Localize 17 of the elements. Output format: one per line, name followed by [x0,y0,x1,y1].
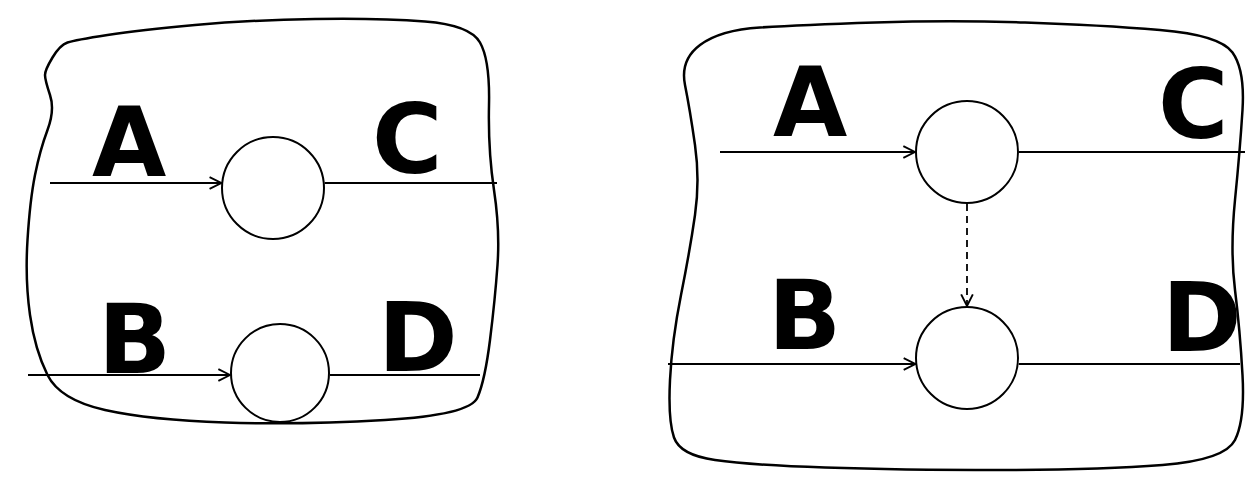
edge-label: C [372,92,443,188]
line [323,182,498,184]
dashed-arrow [960,203,974,307]
arrow [27,368,232,382]
arrow [719,145,916,159]
line [1018,151,1246,153]
edge-label: B [98,292,172,388]
arrow [49,176,223,190]
edge-label: B [768,268,842,364]
edge-label: D [378,290,458,386]
arrow [667,357,917,371]
edge-label: C [1158,57,1229,153]
edge-label: A [773,55,848,151]
edge-label: A [92,95,167,191]
edge-label: D [1162,270,1242,366]
line [328,374,481,376]
line [1017,363,1241,365]
